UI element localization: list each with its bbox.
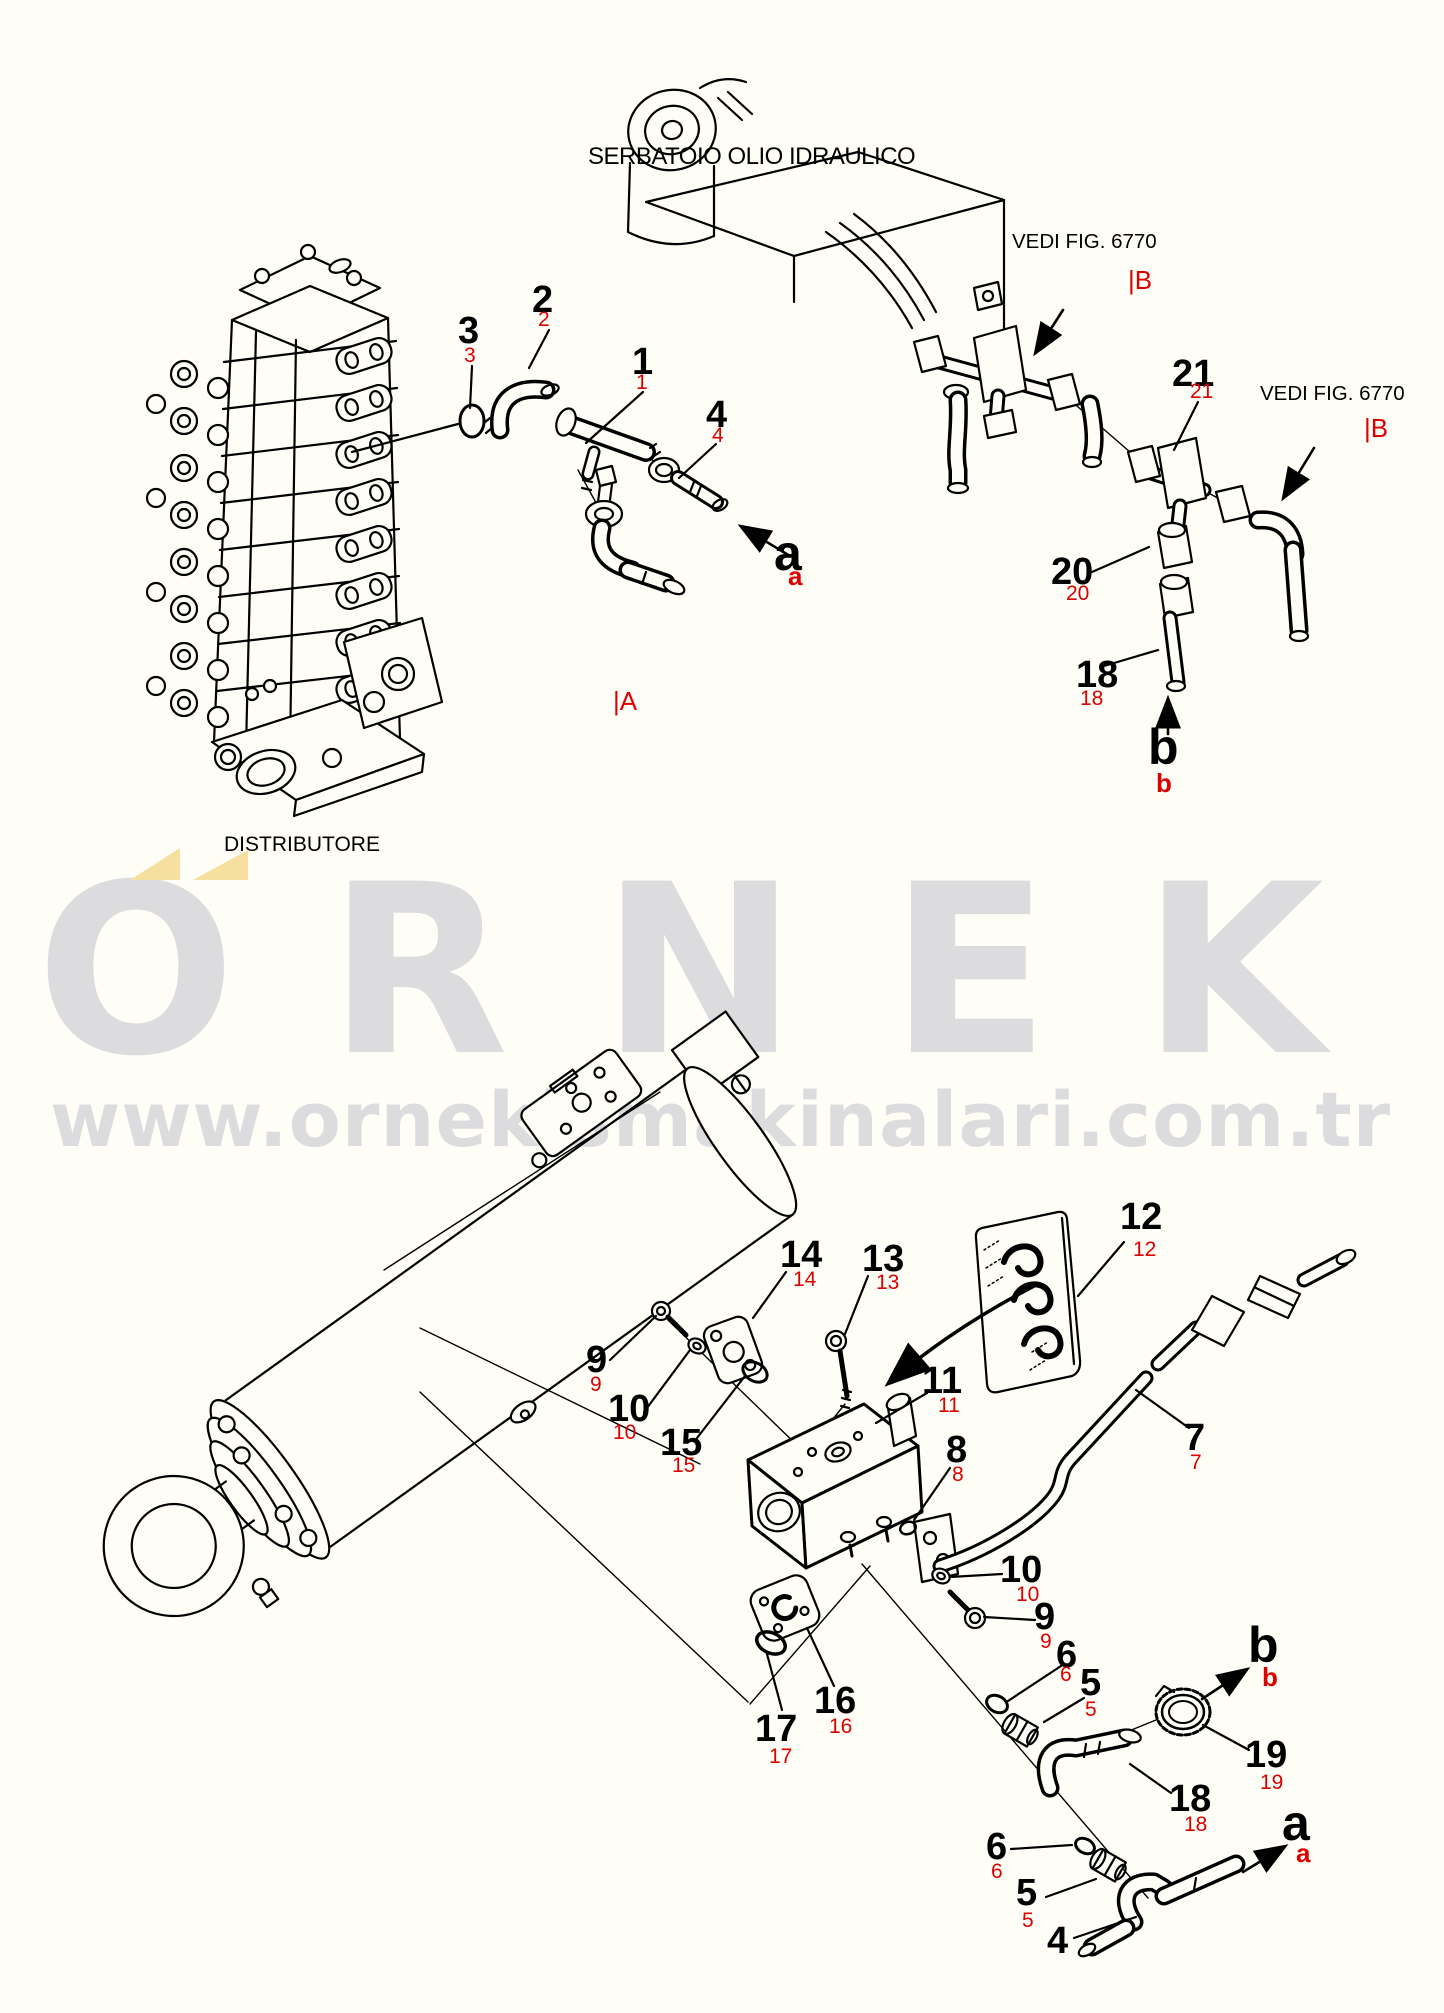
callout-20-red: 20 bbox=[1066, 582, 1090, 605]
callout-a-top-black: a bbox=[774, 525, 802, 581]
callout-5-mid-black: 5 bbox=[1080, 1662, 1102, 1704]
callout-17-red: 17 bbox=[769, 1745, 793, 1768]
callout-11-black: 11 bbox=[922, 1360, 963, 1402]
callout-14-black: 14 bbox=[780, 1234, 823, 1276]
callout-9-top-black: 9 bbox=[586, 1339, 608, 1381]
callout-13-red: 13 bbox=[876, 1271, 900, 1294]
arrow-b-low-icon bbox=[1200, 1667, 1251, 1701]
callout-3-black: 3 bbox=[458, 310, 480, 352]
callout-1-red: 1 bbox=[636, 371, 648, 394]
callout-7-black: 7 bbox=[1184, 1417, 1206, 1459]
callout-2-black: 2 bbox=[532, 279, 554, 321]
tube-7 bbox=[932, 1248, 1357, 1574]
callout-8-black: 8 bbox=[946, 1429, 968, 1471]
callout-a-top-red: a bbox=[788, 561, 803, 591]
callout-1-black: 1 bbox=[632, 341, 654, 383]
callout-b-top-red: b bbox=[1156, 768, 1172, 798]
arrow-gasket-to-block-icon bbox=[884, 1284, 1036, 1387]
fitting-chain-top bbox=[458, 379, 729, 596]
callout-18-low-black: 18 bbox=[1169, 1778, 1212, 1820]
direction-arrows bbox=[737, 308, 1316, 1874]
valve-block-11 bbox=[746, 1392, 960, 1584]
callout-6-mid-black: 6 bbox=[1056, 1634, 1078, 1676]
callout-4-black: 4 bbox=[706, 394, 728, 436]
callout-12-black: 12 bbox=[1120, 1196, 1163, 1238]
callout-16-black: 16 bbox=[814, 1680, 857, 1722]
callout-4-bot-black: 4 bbox=[1047, 1920, 1069, 1962]
callout-16-red: 16 bbox=[829, 1715, 853, 1738]
callout-19-red: 19 bbox=[1260, 1771, 1284, 1794]
callout-21-red: 21 bbox=[1190, 380, 1214, 403]
callout-13-black: 13 bbox=[862, 1238, 905, 1280]
callout-18-low-red: 18 bbox=[1184, 1813, 1208, 1836]
hydraulic-tank bbox=[626, 77, 1006, 352]
distributor-valve-bank bbox=[145, 243, 444, 818]
callout-7-red: 7 bbox=[1190, 1451, 1202, 1474]
callout-5-bot-red: 5 bbox=[1022, 1909, 1034, 1932]
tank-tee-assembly bbox=[912, 324, 1104, 495]
callout-10-top-black: 10 bbox=[608, 1388, 651, 1430]
callout-8-red: 8 bbox=[952, 1463, 964, 1486]
see-fig-label-right: VEDI FIG. 6770 bbox=[1260, 382, 1405, 405]
callout-12-red: 12 bbox=[1133, 1238, 1157, 1261]
see-fig-label-left: VEDI FIG. 6770 bbox=[1012, 230, 1157, 253]
callout-17-black: 17 bbox=[755, 1708, 798, 1750]
hydraulic-cylinder bbox=[102, 1010, 798, 1618]
section-marker-a: |A bbox=[613, 686, 638, 716]
gasket-12 bbox=[974, 1210, 1082, 1394]
callout-6-bot-black: 6 bbox=[986, 1826, 1008, 1868]
arrow-a-top-icon bbox=[737, 524, 792, 558]
callout-11-red: 11 bbox=[938, 1394, 960, 1417]
callout-15-red: 15 bbox=[672, 1454, 696, 1477]
axis-lines bbox=[383, 399, 1258, 1899]
callout-9-top-red: 9 bbox=[590, 1373, 602, 1396]
section-marker-b-right: |B bbox=[1364, 413, 1389, 443]
callout-19-black: 19 bbox=[1245, 1734, 1288, 1776]
arrow-see-fig-right-icon bbox=[1281, 446, 1316, 502]
callout-5-mid-red: 5 bbox=[1085, 1698, 1097, 1721]
callout-10-low-black: 10 bbox=[1000, 1549, 1043, 1591]
section-marker-b-left: |B bbox=[1128, 265, 1153, 295]
leader-lines bbox=[350, 328, 1251, 1940]
small-parts bbox=[650, 1300, 1246, 1958]
callout-10-top-red: 10 bbox=[613, 1421, 637, 1444]
callout-18-top-black: 18 bbox=[1076, 654, 1119, 696]
arrow-see-fig-left-icon bbox=[1033, 308, 1065, 357]
callout-21-black: 21 bbox=[1172, 353, 1215, 395]
callout-9-low-red: 9 bbox=[1040, 1630, 1052, 1653]
callout-b-low-red: b bbox=[1262, 1662, 1278, 1692]
arrow-a-low-icon bbox=[1241, 1844, 1289, 1874]
hose-clamp-19 bbox=[1154, 1684, 1212, 1737]
distributor-title: DISTRIBUTORE bbox=[224, 833, 380, 856]
callout-6-bot-red: 6 bbox=[991, 1860, 1003, 1883]
callout-3-red: 3 bbox=[464, 344, 476, 367]
callout-b-low-black: b bbox=[1248, 1617, 1279, 1673]
tank-title: SERBATOIO OLIO IDRAULICO bbox=[588, 143, 916, 170]
callout-15-black: 15 bbox=[660, 1422, 703, 1464]
callout-18-top-red: 18 bbox=[1080, 687, 1104, 710]
callout-2-red: 2 bbox=[538, 308, 550, 331]
callout-14-red: 14 bbox=[793, 1268, 817, 1291]
callout-a-low-black: a bbox=[1282, 1795, 1310, 1851]
callout-a-low-red: a bbox=[1296, 1838, 1311, 1868]
callout-10-low-red: 10 bbox=[1016, 1583, 1040, 1606]
logo-triangles-icon bbox=[130, 848, 248, 880]
callout-20-black: 20 bbox=[1051, 551, 1094, 593]
callout-b-top-black: b bbox=[1148, 719, 1179, 775]
callout-4-red: 4 bbox=[712, 424, 724, 447]
callout-9-low-black: 9 bbox=[1034, 1596, 1056, 1638]
callout-5-bot-black: 5 bbox=[1016, 1872, 1038, 1914]
callout-6-mid-red: 6 bbox=[1060, 1663, 1072, 1686]
tee21-assembly bbox=[1126, 436, 1310, 693]
